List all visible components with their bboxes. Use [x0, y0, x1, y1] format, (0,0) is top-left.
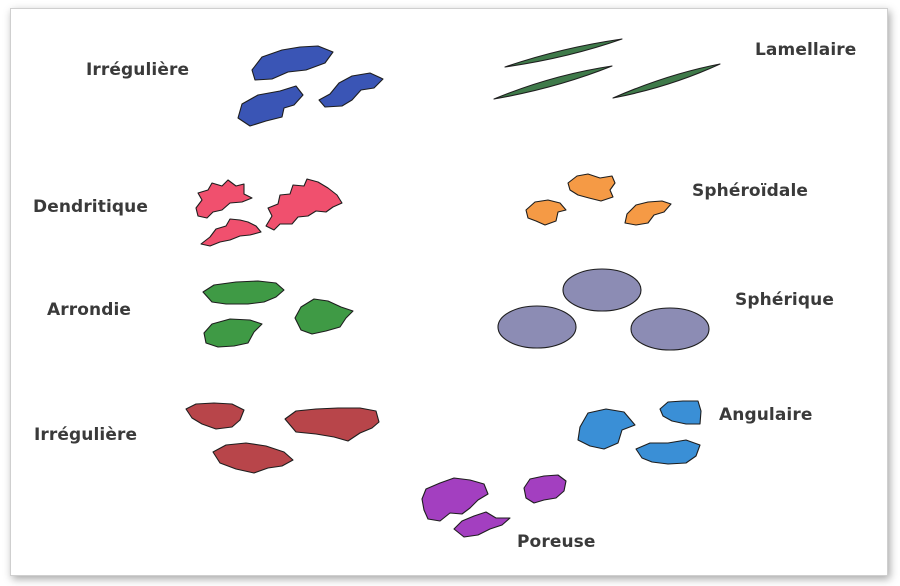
rounded-particle: [204, 319, 262, 347]
angular-particle: [660, 401, 701, 424]
rounded-particle: [295, 299, 353, 334]
spheroidal-particles: [526, 174, 671, 225]
angular-particles: [578, 401, 701, 464]
porous-particles: [422, 475, 566, 537]
label-spherical: Sphérique: [735, 290, 834, 310]
spherical-particles: [498, 269, 709, 350]
spheroidal-particle: [625, 201, 671, 225]
dendritic-particle: [201, 219, 261, 246]
irregular-blue-particle: [238, 86, 303, 126]
lamellar-particle: [494, 66, 612, 99]
label-dendritic: Dendritique: [33, 197, 148, 217]
irregular-blue-particle: [319, 73, 383, 107]
spherical-particle: [563, 269, 641, 311]
lamellar-particle: [613, 64, 720, 98]
label-irregular-2: Irrégulière: [34, 425, 137, 445]
label-spheroidal: Sphéroïdale: [692, 181, 808, 201]
irregular-red-particle: [213, 443, 293, 473]
rounded-particles: [203, 281, 353, 347]
rounded-particle: [203, 281, 284, 304]
lamellar-particles: [494, 39, 720, 99]
label-lamellar: Lamellaire: [755, 40, 856, 60]
spherical-particle: [631, 308, 709, 350]
dendritic-particle: [266, 179, 342, 230]
dendritic-particle: [196, 180, 252, 218]
irregular-red-particle: [285, 408, 379, 441]
irregular-blue-particle: [252, 46, 333, 80]
label-rounded: Arrondie: [47, 300, 131, 320]
irregular-blue-particles: [238, 46, 383, 126]
irregular-red-particle: [186, 403, 244, 429]
porous-particle: [524, 475, 566, 503]
spheroidal-particle: [526, 200, 566, 225]
porous-particle: [454, 512, 510, 537]
label-angular: Angulaire: [719, 405, 812, 425]
label-irregular-1: Irrégulière: [86, 60, 189, 80]
angular-particle: [636, 440, 700, 464]
spherical-particle: [498, 306, 576, 348]
spheroidal-particle: [568, 174, 615, 201]
dendritic-particles: [196, 179, 342, 246]
lamellar-particle: [505, 39, 622, 67]
label-porous: Poreuse: [517, 532, 596, 552]
irregular-red-particles: [186, 403, 379, 473]
angular-particle: [578, 409, 635, 449]
